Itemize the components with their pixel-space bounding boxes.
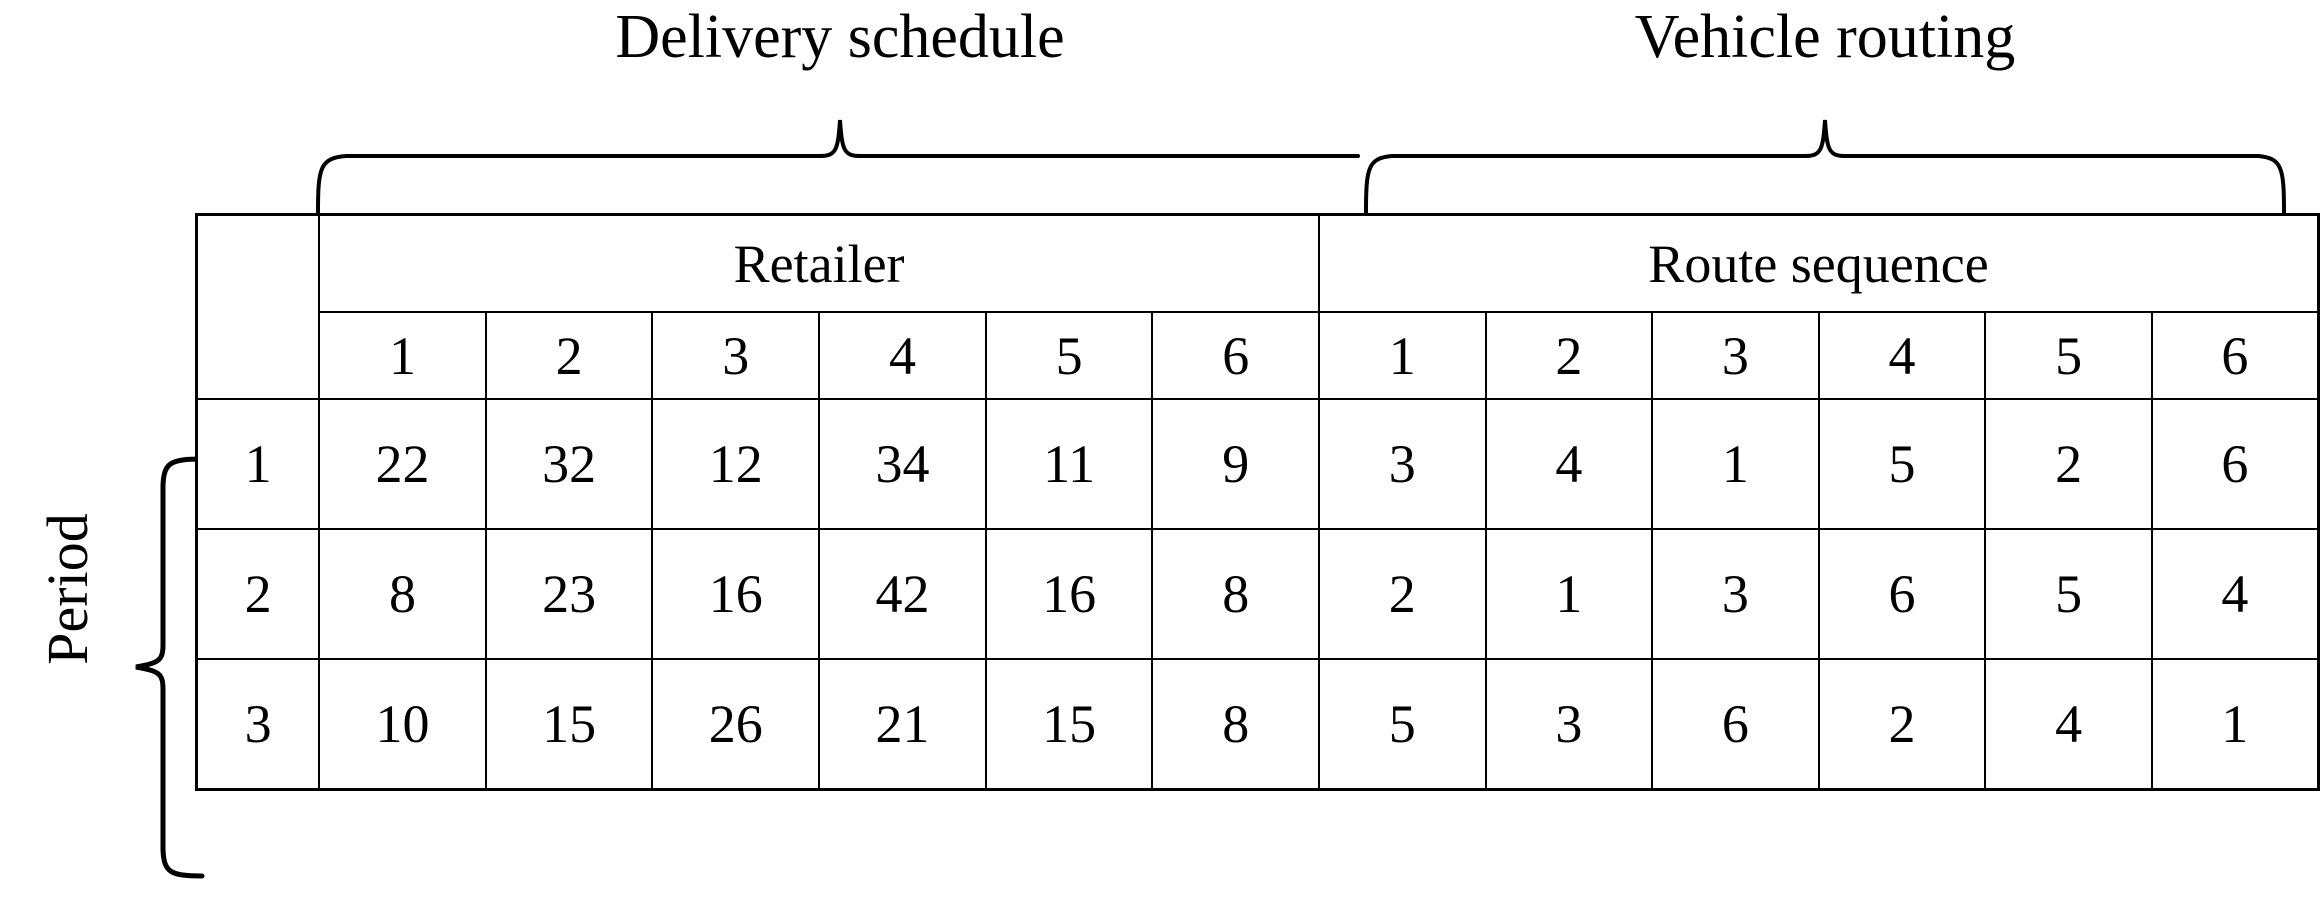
- cell-routing: 1: [1484, 528, 1654, 660]
- cell-delivery: 26: [651, 658, 821, 791]
- cell-delivery: 42: [818, 528, 987, 660]
- cell-routing: 5: [1817, 398, 1987, 530]
- col-header-retailer-4: 4: [818, 311, 987, 400]
- cell-routing: 4: [2150, 528, 2320, 660]
- period-cell: 1: [195, 398, 321, 530]
- cell-routing: 2: [1317, 528, 1487, 660]
- cell-delivery: 15: [984, 658, 1154, 791]
- cell-routing: 1: [2150, 658, 2320, 791]
- period-cell: 2: [195, 528, 321, 660]
- brace-vehicle-routing: [1364, 119, 2286, 214]
- brace-period: [135, 456, 205, 879]
- table-group-header-row: Retailer Route sequence: [197, 213, 2320, 313]
- col-header-route-5: 5: [1984, 311, 2153, 400]
- cell-routing: 2: [1984, 398, 2153, 530]
- col-header-route-2: 2: [1484, 311, 1654, 400]
- cell-routing: 5: [1317, 658, 1487, 791]
- top-brace-group: [316, 119, 2286, 214]
- cell-delivery: 15: [484, 658, 654, 791]
- col-header-route-6: 6: [2150, 311, 2320, 400]
- group-label-vehicle-routing: Vehicle routing: [1634, 3, 2016, 71]
- cell-delivery: 9: [1151, 398, 1320, 530]
- col-header-route-1: 1: [1317, 311, 1487, 400]
- cell-routing: 6: [1817, 528, 1987, 660]
- cell-routing: 6: [2150, 398, 2320, 530]
- cell-delivery: 32: [484, 398, 654, 530]
- cell-delivery: 8: [1151, 658, 1320, 791]
- period-cell: 3: [195, 658, 321, 791]
- cell-routing: 6: [1651, 658, 1820, 791]
- cell-routing: 4: [1984, 658, 2153, 791]
- cell-routing: 3: [1317, 398, 1487, 530]
- cell-delivery: 34: [818, 398, 987, 530]
- stub-blank-group: [197, 215, 320, 313]
- table-row: 1 22 32 12 34 11 9 3 4 1 5 2 6: [195, 398, 2320, 530]
- col-header-retailer-6: 6: [1151, 311, 1320, 400]
- cell-delivery: 23: [484, 528, 654, 660]
- cell-delivery: 8: [1151, 528, 1320, 660]
- cell-delivery: 16: [984, 528, 1154, 660]
- cell-delivery: 12: [651, 398, 821, 530]
- cell-delivery: 22: [318, 398, 487, 530]
- table-column-number-row: 1 2 3 4 5 6 1 2 3 4 5 6: [197, 311, 2320, 400]
- cell-routing: 2: [1817, 658, 1987, 791]
- col-header-retailer-3: 3: [651, 311, 821, 400]
- brace-delivery-schedule: [316, 119, 1360, 214]
- cell-delivery: 21: [818, 658, 987, 791]
- row-axis-label-period: Period: [35, 513, 100, 665]
- col-header-retailer-2: 2: [484, 311, 654, 400]
- cell-delivery: 8: [318, 528, 487, 660]
- col-header-route-3: 3: [1651, 311, 1820, 400]
- cell-delivery: 16: [651, 528, 821, 660]
- table-row: 2 8 23 16 42 16 8 2 1 3 6 5 4: [195, 528, 2320, 660]
- cell-routing: 5: [1984, 528, 2153, 660]
- group-header-retailer: Retailer: [318, 213, 1320, 313]
- col-header-route-4: 4: [1817, 311, 1987, 400]
- cell-routing: 3: [1484, 658, 1654, 791]
- stub-blank-colnum: [197, 312, 320, 399]
- table-row: 3 10 15 26 21 15 8 5 3 6 2 4 1: [195, 658, 2320, 791]
- col-header-retailer-1: 1: [318, 311, 487, 400]
- cell-delivery: 11: [984, 398, 1154, 530]
- cell-delivery: 10: [318, 658, 487, 791]
- group-header-route-sequence: Route sequence: [1317, 213, 2320, 313]
- cell-routing: 1: [1651, 398, 1820, 530]
- group-label-delivery-schedule: Delivery schedule: [615, 3, 1065, 71]
- col-header-retailer-5: 5: [984, 311, 1154, 400]
- cell-routing: 4: [1484, 398, 1654, 530]
- cell-routing: 3: [1651, 528, 1820, 660]
- results-table: Retailer Route sequence 1 2 3 4 5 6 1 2 …: [195, 213, 2320, 791]
